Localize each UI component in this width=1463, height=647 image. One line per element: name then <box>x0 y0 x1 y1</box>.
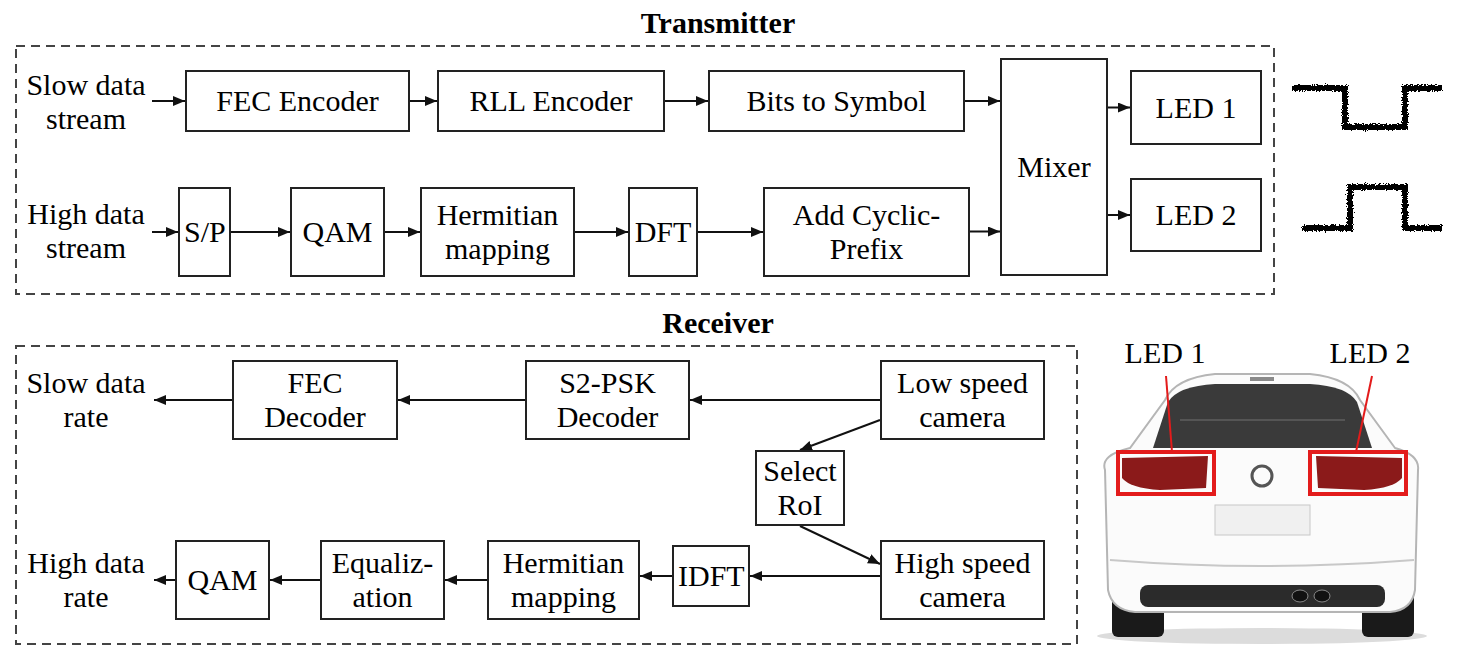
process-box: Hermitian mapping <box>420 187 575 277</box>
process-box: Add Cyclic-Prefix <box>763 187 970 277</box>
box-label: FEC Decoder <box>238 366 392 433</box>
camera-box: High speed camera <box>880 540 1045 620</box>
car-logo <box>1252 466 1272 486</box>
box-label: Hermitian mapping <box>426 198 569 265</box>
box-label: IDFT <box>678 559 744 593</box>
rear-window <box>1153 384 1372 448</box>
bumper-line <box>1110 560 1414 566</box>
box-label: RLL Encoder <box>470 84 633 118</box>
box-label: Hermitian mapping <box>493 546 634 613</box>
flow-arrow <box>1108 107 1130 109</box>
box-label: Mixer <box>1017 150 1090 184</box>
process-box: Select RoI <box>755 450 845 526</box>
flow-arrow <box>445 579 487 581</box>
process-box: Equaliz- ation <box>320 540 445 620</box>
process-box: S/P <box>178 187 231 277</box>
output-arrow <box>154 399 232 401</box>
flow-arrow <box>800 420 880 450</box>
flow-arrow <box>1108 214 1130 216</box>
led-box: LED 1 <box>1130 70 1262 145</box>
box-label: FEC Encoder <box>216 84 378 118</box>
leader-line <box>1166 376 1172 452</box>
process-box: RLL Encoder <box>437 70 665 132</box>
tail-light <box>1316 456 1402 490</box>
section-heading: Receiver <box>662 306 774 339</box>
box-label: Equaliz- ation <box>326 546 439 613</box>
box-label: Bits to Symbol <box>746 84 926 118</box>
brake-light <box>1250 377 1274 381</box>
input-label: Slow data stream <box>22 68 150 135</box>
mixer-box: Mixer <box>1000 58 1108 276</box>
flow-arrow <box>575 231 628 233</box>
process-box: S2-PSK Decoder <box>525 360 690 440</box>
process-box: QAM <box>290 187 385 277</box>
window-detail <box>1180 419 1345 421</box>
flow-arrow <box>270 579 320 581</box>
tail-light <box>1122 456 1208 490</box>
box-label: Add Cyclic-Prefix <box>779 198 954 265</box>
callout-label: LED 1 <box>1115 336 1215 370</box>
process-box: DFT <box>628 187 698 277</box>
leader-line <box>1356 376 1372 452</box>
flow-arrow <box>800 526 880 564</box>
flow-arrow <box>385 231 420 233</box>
group-frame: ReceiverFEC DecoderS2-PSK DecoderLow spe… <box>15 345 1078 645</box>
callout-label: LED 2 <box>1320 336 1420 370</box>
box-label: LED 1 <box>1156 91 1237 125</box>
car-body <box>1104 374 1418 612</box>
flow-arrow <box>698 231 763 233</box>
flow-arrow <box>398 399 525 401</box>
led-box: LED 2 <box>1130 178 1262 252</box>
process-box: QAM <box>175 540 270 620</box>
exhaust <box>1292 590 1308 602</box>
group-frame: TransmitterFEC EncoderRLL EncoderBits to… <box>15 45 1275 295</box>
flow-arrow <box>410 100 437 102</box>
box-label: QAM <box>187 563 257 597</box>
diffuser <box>1140 585 1385 607</box>
box-label: Select RoI <box>761 454 839 521</box>
flow-arrow <box>750 575 880 577</box>
exhaust <box>1314 590 1330 602</box>
process-box: FEC Encoder <box>185 70 410 132</box>
input-arrow <box>152 100 185 102</box>
box-label: S/P <box>184 215 225 249</box>
input-arrow <box>152 231 178 233</box>
flow-arrow <box>965 100 1000 102</box>
box-label: High speed camera <box>886 546 1039 613</box>
input-label: High data stream <box>22 197 150 264</box>
process-box: FEC Decoder <box>232 360 398 440</box>
process-box: Bits to Symbol <box>708 70 965 132</box>
flow-arrow <box>231 231 290 233</box>
output-label: Slow data rate <box>22 366 150 433</box>
waveform <box>1302 187 1442 228</box>
dashed-border <box>16 46 1274 294</box>
flow-arrow <box>640 575 672 577</box>
flow-arrow <box>690 399 880 401</box>
process-box: Hermitian mapping <box>487 540 640 620</box>
flow-arrow <box>970 231 1000 233</box>
camera-box: Low speed camera <box>880 360 1045 440</box>
box-label: DFT <box>635 215 692 249</box>
highlight-box <box>1118 452 1214 494</box>
dashed-border <box>16 346 1077 644</box>
box-label: QAM <box>302 215 372 249</box>
output-arrow <box>154 579 175 581</box>
box-label: S2-PSK Decoder <box>531 366 684 433</box>
flow-arrow <box>665 100 708 102</box>
waveform <box>1292 88 1442 127</box>
output-label: High data rate <box>22 546 150 613</box>
box-label: LED 2 <box>1156 198 1237 232</box>
highlight-box <box>1310 452 1406 494</box>
section-heading: Transmitter <box>641 6 795 39</box>
car-illustration <box>1097 374 1427 644</box>
plate-recess <box>1215 505 1310 535</box>
process-box: IDFT <box>672 545 750 607</box>
box-label: Low speed camera <box>886 366 1039 433</box>
